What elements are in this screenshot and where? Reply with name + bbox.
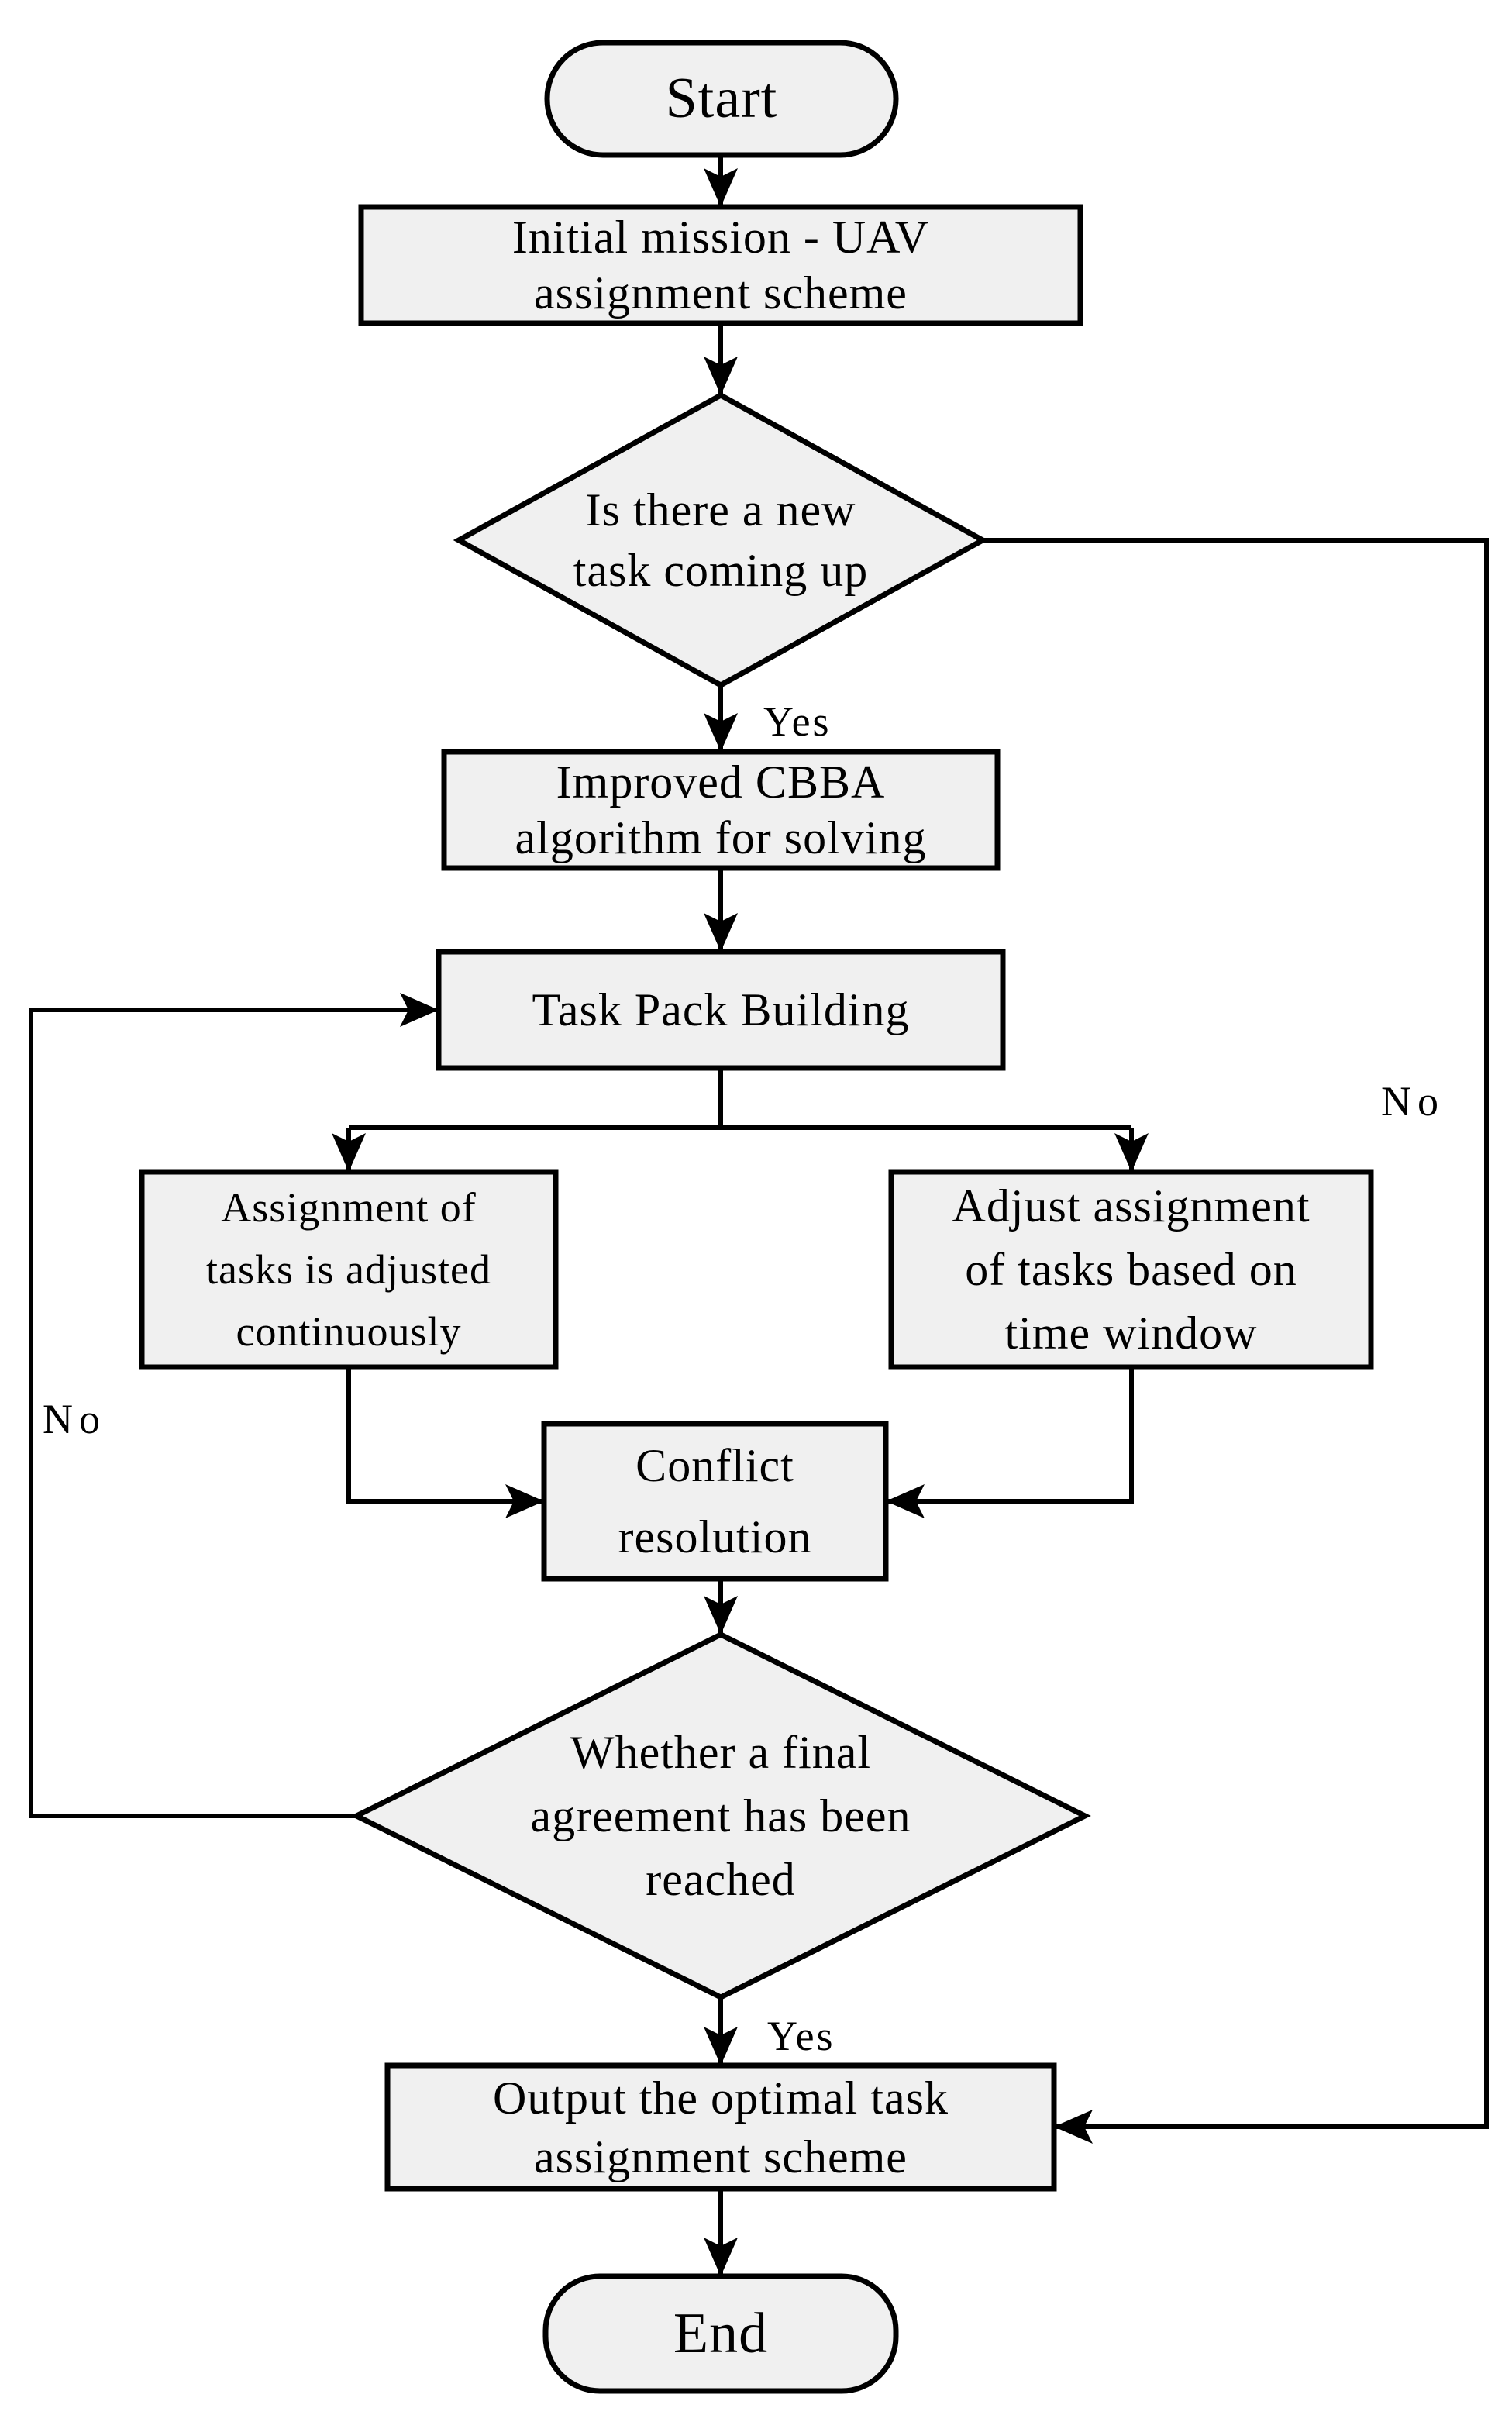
agreement-decision-label: Whether a final agreement has been reach… (356, 1635, 1085, 1997)
agreement-decision-shape (350, 1631, 1091, 2000)
initial-mission-line1: Initial mission - UAV (511, 212, 930, 263)
assignment-adjusted-line3: continuously (236, 1308, 462, 1355)
initial-mission-line2: assignment scheme (534, 267, 908, 319)
agreement-no-label: No (43, 1396, 106, 1442)
initial-mission-shape (358, 204, 1083, 326)
start-terminal-label: Start (665, 67, 778, 131)
improved-cbba-line2: algorithm for solving (515, 812, 927, 863)
task-pack-building-shape (436, 949, 1006, 1071)
agreement-decision-line2: agreement has been (530, 1790, 911, 1841)
conflict-resolution-line1: Conflict (635, 1440, 794, 1491)
new-task-decision-line2: task coming up (573, 545, 869, 596)
new-task-decision-line1: Is there a new (585, 484, 856, 536)
task-pack-building-label: Task Pack Building (532, 984, 910, 1035)
end-terminal-shape (542, 2273, 899, 2394)
start-terminal-shape (544, 40, 899, 158)
end-terminal-label: End (673, 2301, 769, 2365)
improved-cbba-line1: Improved CBBA (556, 756, 886, 808)
adjust-time-window-label: Adjust assignment of tasks based on time… (891, 1172, 1371, 1367)
output-scheme-label: Output the optimal task assignment schem… (387, 2065, 1054, 2189)
agreement-yes-label: Yes (767, 2013, 835, 2059)
improved-cbba-shape (441, 749, 1001, 871)
initial-mission-label: Initial mission - UAV assignment scheme (361, 207, 1080, 323)
assignment-adjusted-line1: Assignment of (221, 1184, 477, 1231)
edge-newtask-no-bypass (983, 538, 1489, 2144)
assignment-adjusted-shape (139, 1169, 559, 1370)
adjust-time-window-line2: of tasks based on (965, 1244, 1297, 1295)
edge-agreement-no-loop (29, 993, 439, 1818)
new-task-decision-label: Is there a new task coming up (459, 395, 983, 685)
conflict-resolution-shape (541, 1421, 889, 1582)
output-scheme-shape (384, 2062, 1057, 2192)
adjust-time-window-line1: Adjust assignment (952, 1180, 1311, 1232)
agreement-decision-line3: reached (646, 1854, 796, 1905)
adjust-time-window-line3: time window (1004, 1307, 1258, 1359)
output-scheme-line1: Output the optimal task (493, 2072, 949, 2124)
new-task-yes-label: Yes (763, 698, 832, 745)
agreement-decision-line1: Whether a final (570, 1727, 872, 1778)
adjust-time-window-shape (888, 1169, 1374, 1370)
conflict-resolution-line2: resolution (618, 1511, 812, 1562)
new-task-decision-shape (453, 392, 989, 688)
edge-left-box-to-conflict (346, 1367, 544, 1518)
new-task-no-label: No (1381, 1078, 1445, 1125)
edge-right-box-to-conflict (886, 1367, 1134, 1518)
assignment-adjusted-label: Assignment of tasks is adjusted continuo… (142, 1172, 556, 1367)
assignment-adjusted-line2: tasks is adjusted (206, 1246, 491, 1293)
improved-cbba-label: Improved CBBA algorithm for solving (444, 752, 997, 868)
conflict-resolution-label: Conflict resolution (544, 1424, 886, 1579)
output-scheme-line2: assignment scheme (534, 2131, 908, 2182)
